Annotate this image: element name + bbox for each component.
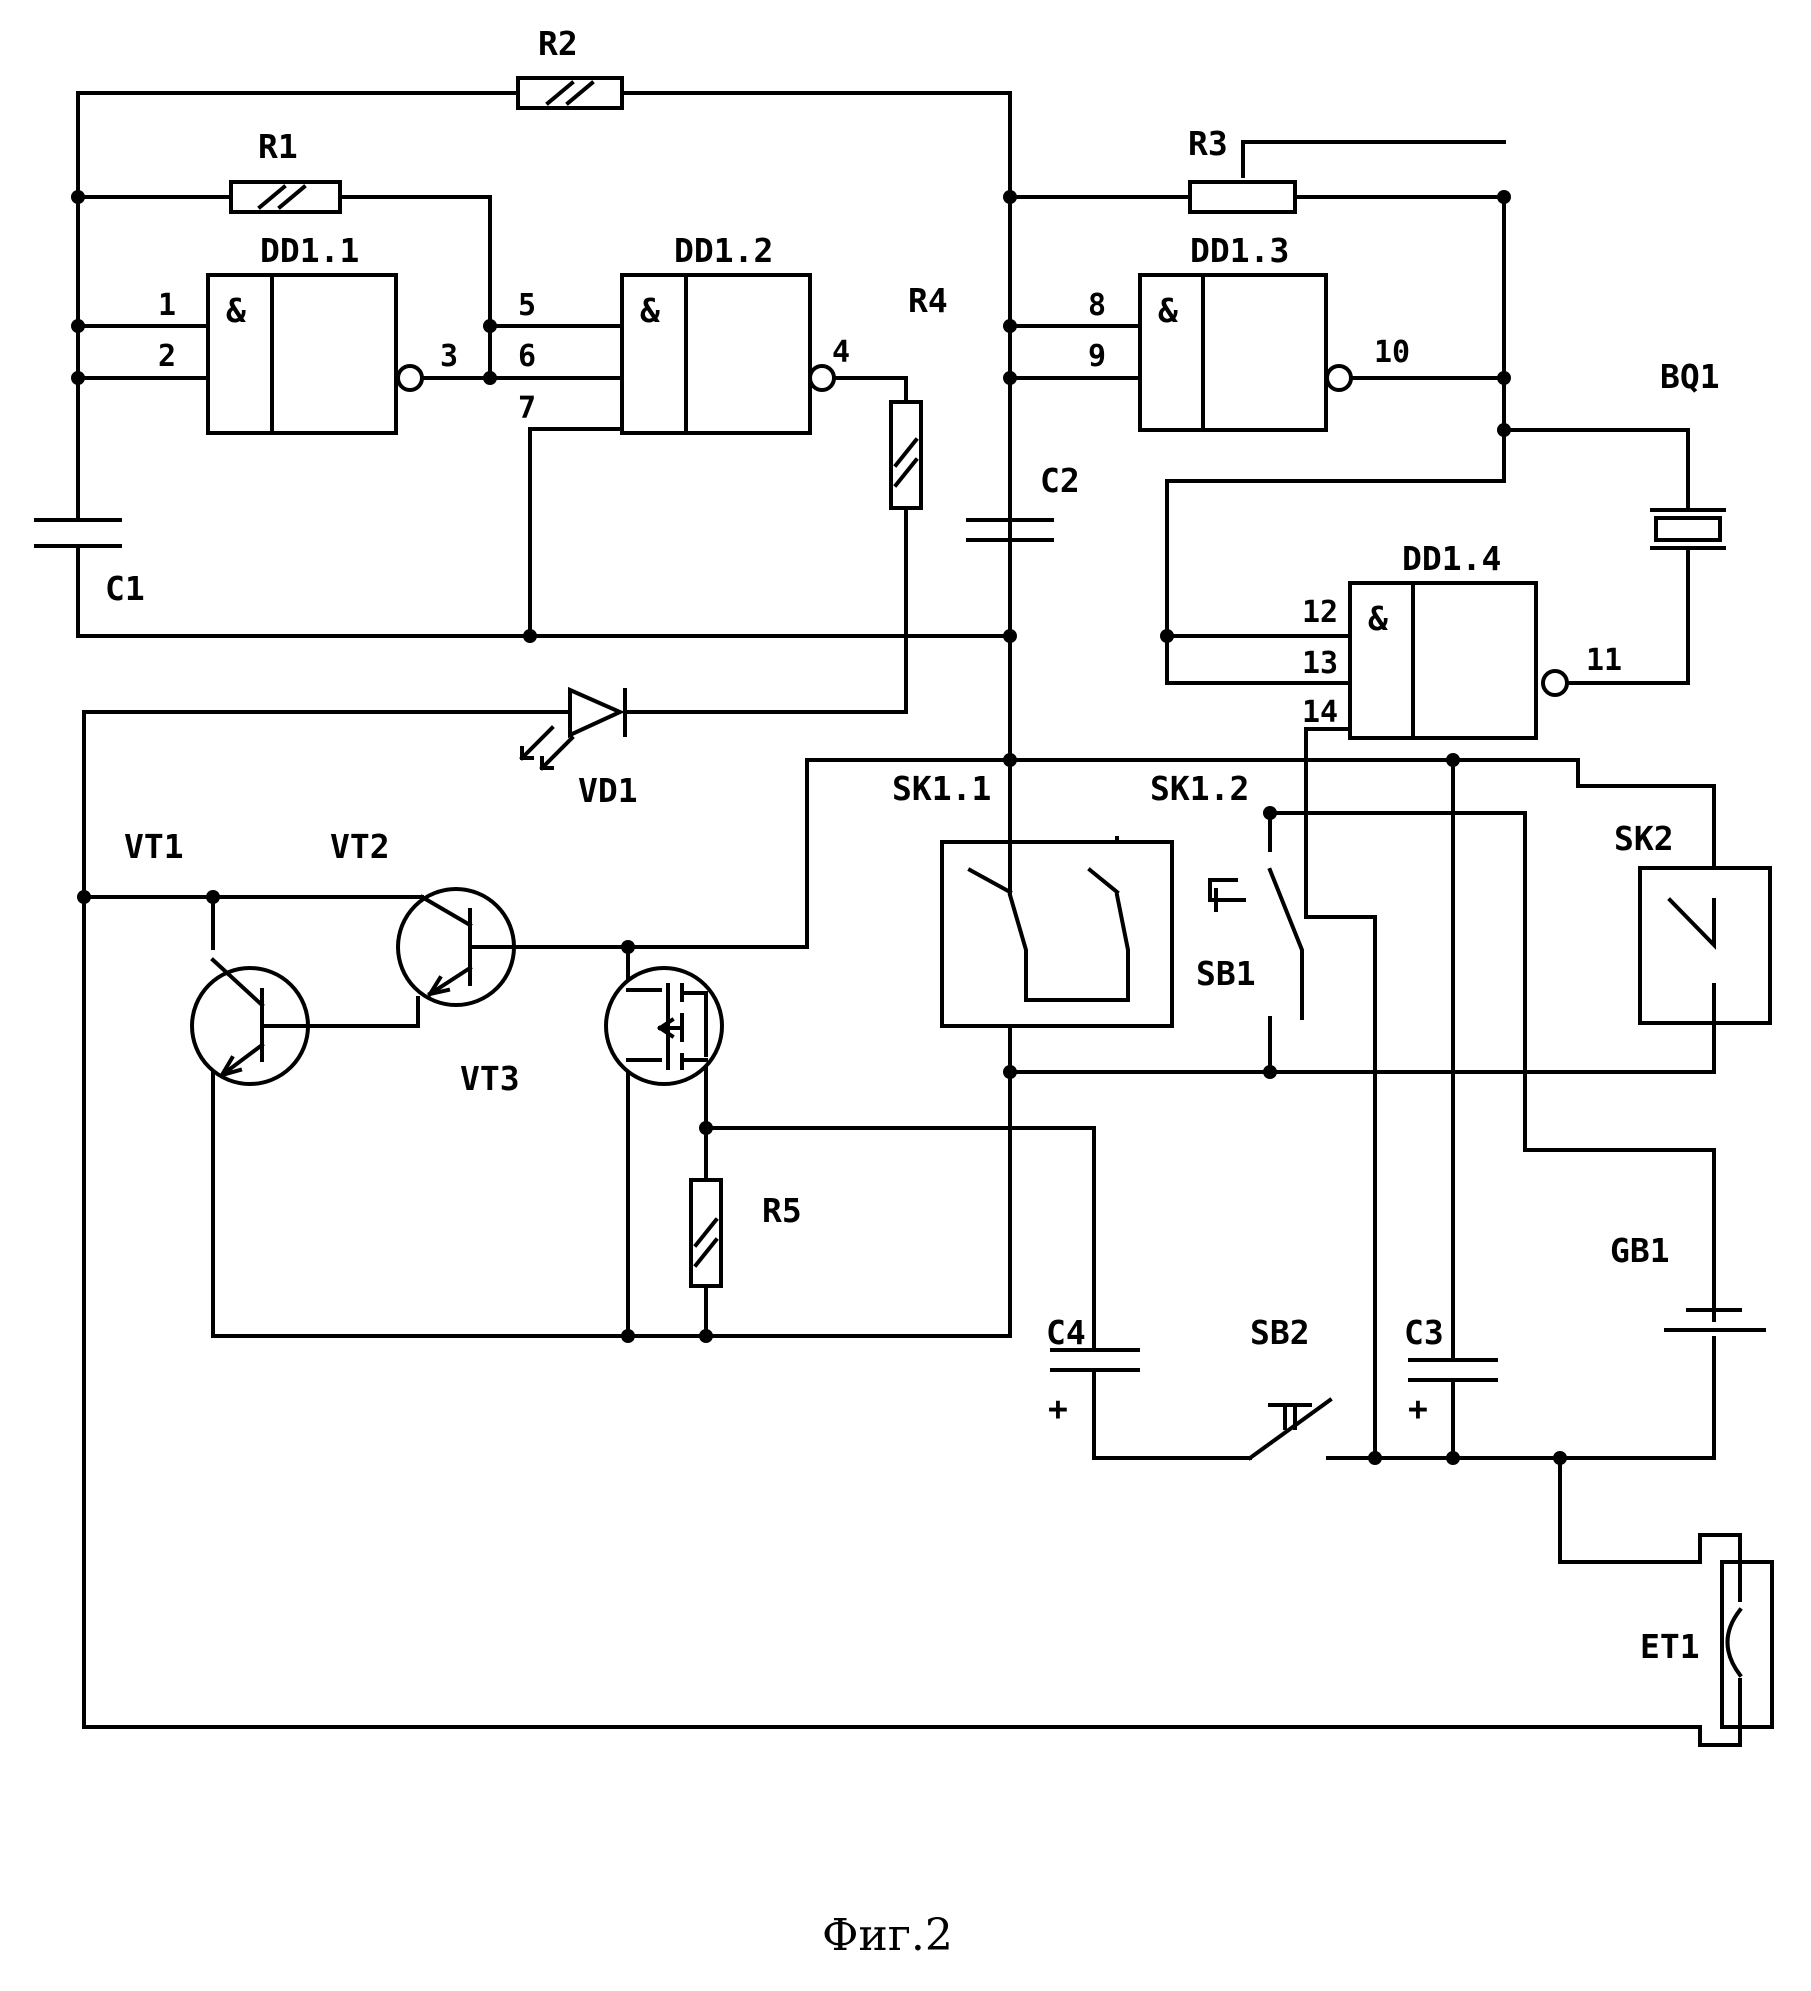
- led-vd1: VD1: [519, 686, 638, 810]
- dd1-1-and-symbol: &: [226, 291, 246, 330]
- gate-dd1-2: & DD1.2 5 6 7 4: [518, 231, 850, 435]
- battery-gb1: GB1: [1610, 1231, 1766, 1332]
- c3-label: C3: [1404, 1313, 1444, 1352]
- dd1-4-and-symbol: &: [1368, 599, 1388, 638]
- et1-label: ET1: [1640, 1627, 1700, 1666]
- sk1-2-label: SK1.2: [1150, 769, 1249, 808]
- capacitor-c4: C4 +: [1046, 1313, 1140, 1428]
- r2-label: R2: [538, 24, 578, 63]
- pin-7: 7: [518, 391, 536, 426]
- pin-3: 3: [440, 339, 458, 374]
- c2-label: C2: [1040, 461, 1080, 500]
- dd1-3-and-symbol: &: [1158, 291, 1178, 330]
- wires: [76, 91, 1742, 1747]
- dd1-2-label: DD1.2: [674, 231, 773, 270]
- resistor-r1: R1: [229, 127, 342, 214]
- transistor-vt3: VT3: [460, 966, 724, 1098]
- gate-dd1-3: & DD1.3 8 9 10: [1088, 231, 1410, 432]
- r1-label: R1: [258, 127, 298, 166]
- pin-12: 12: [1302, 595, 1338, 630]
- transistor-vt2: VT2: [330, 827, 516, 1007]
- sk1-1-label: SK1.1: [892, 769, 991, 808]
- r3-label: R3: [1188, 124, 1228, 163]
- dd1-1-label: DD1.1: [260, 231, 359, 270]
- pin-6: 6: [518, 339, 536, 374]
- pin-2: 2: [158, 339, 176, 374]
- r5-label: R5: [762, 1191, 802, 1230]
- c3-plus: +: [1408, 1389, 1428, 1428]
- vt2-label: VT2: [330, 827, 390, 866]
- pin-9: 9: [1088, 339, 1106, 374]
- resistor-r3: R3: [1188, 124, 1297, 214]
- switch-sk2: SK2: [1614, 819, 1772, 1072]
- pin-8: 8: [1088, 288, 1106, 323]
- vt3-label: VT3: [460, 1059, 520, 1098]
- capacitor-c2: C2: [966, 461, 1080, 562]
- capacitor-c3: C3 +: [1404, 1313, 1498, 1428]
- c1-label: C1: [105, 569, 145, 608]
- c4-plus: +: [1048, 1389, 1068, 1428]
- sb1-label: SB1: [1196, 954, 1256, 993]
- dd1-2-and-symbol: &: [640, 291, 660, 330]
- element-et1: ET1: [1640, 1533, 1774, 1747]
- button-sb1: SB1: [1196, 828, 1304, 1020]
- c4-label: C4: [1046, 1313, 1086, 1352]
- capacitor-c1: C1: [34, 518, 145, 608]
- r4-label: R4: [908, 281, 948, 320]
- transistor-vt1: VT1: [124, 827, 312, 1086]
- piezo-bq1: BQ1: [1650, 357, 1726, 550]
- pin-1: 1: [158, 288, 176, 323]
- pin-13: 13: [1302, 646, 1338, 681]
- resistor-r2: R2: [516, 24, 624, 110]
- vt1-label: VT1: [124, 827, 184, 866]
- switch-sk1: SK1.1 SK1.2: [892, 758, 1249, 1028]
- resistor-r4: R4: [889, 281, 948, 510]
- resistor-r5: R5: [689, 1178, 802, 1288]
- pin-4: 4: [832, 335, 850, 370]
- dd1-3-label: DD1.3: [1190, 231, 1289, 270]
- pin-10: 10: [1374, 335, 1410, 370]
- sk2-label: SK2: [1614, 819, 1674, 858]
- gate-dd1-1: & DD1.1 1 2 3: [158, 231, 458, 435]
- vd1-label: VD1: [578, 771, 638, 810]
- figure-caption: Фиг.2: [822, 1910, 953, 1961]
- gate-dd1-4: & DD1.4 12 13 14 11: [1302, 539, 1622, 740]
- dd1-4-label: DD1.4: [1402, 539, 1501, 578]
- sb2-label: SB2: [1250, 1313, 1310, 1352]
- pin-14: 14: [1302, 695, 1338, 730]
- button-sb2: SB2: [1247, 1313, 1333, 1461]
- junction-dots: [71, 190, 1567, 1465]
- pin-5: 5: [518, 288, 536, 323]
- gb1-label: GB1: [1610, 1231, 1670, 1270]
- bq1-label: BQ1: [1660, 357, 1720, 396]
- pin-11: 11: [1586, 643, 1622, 678]
